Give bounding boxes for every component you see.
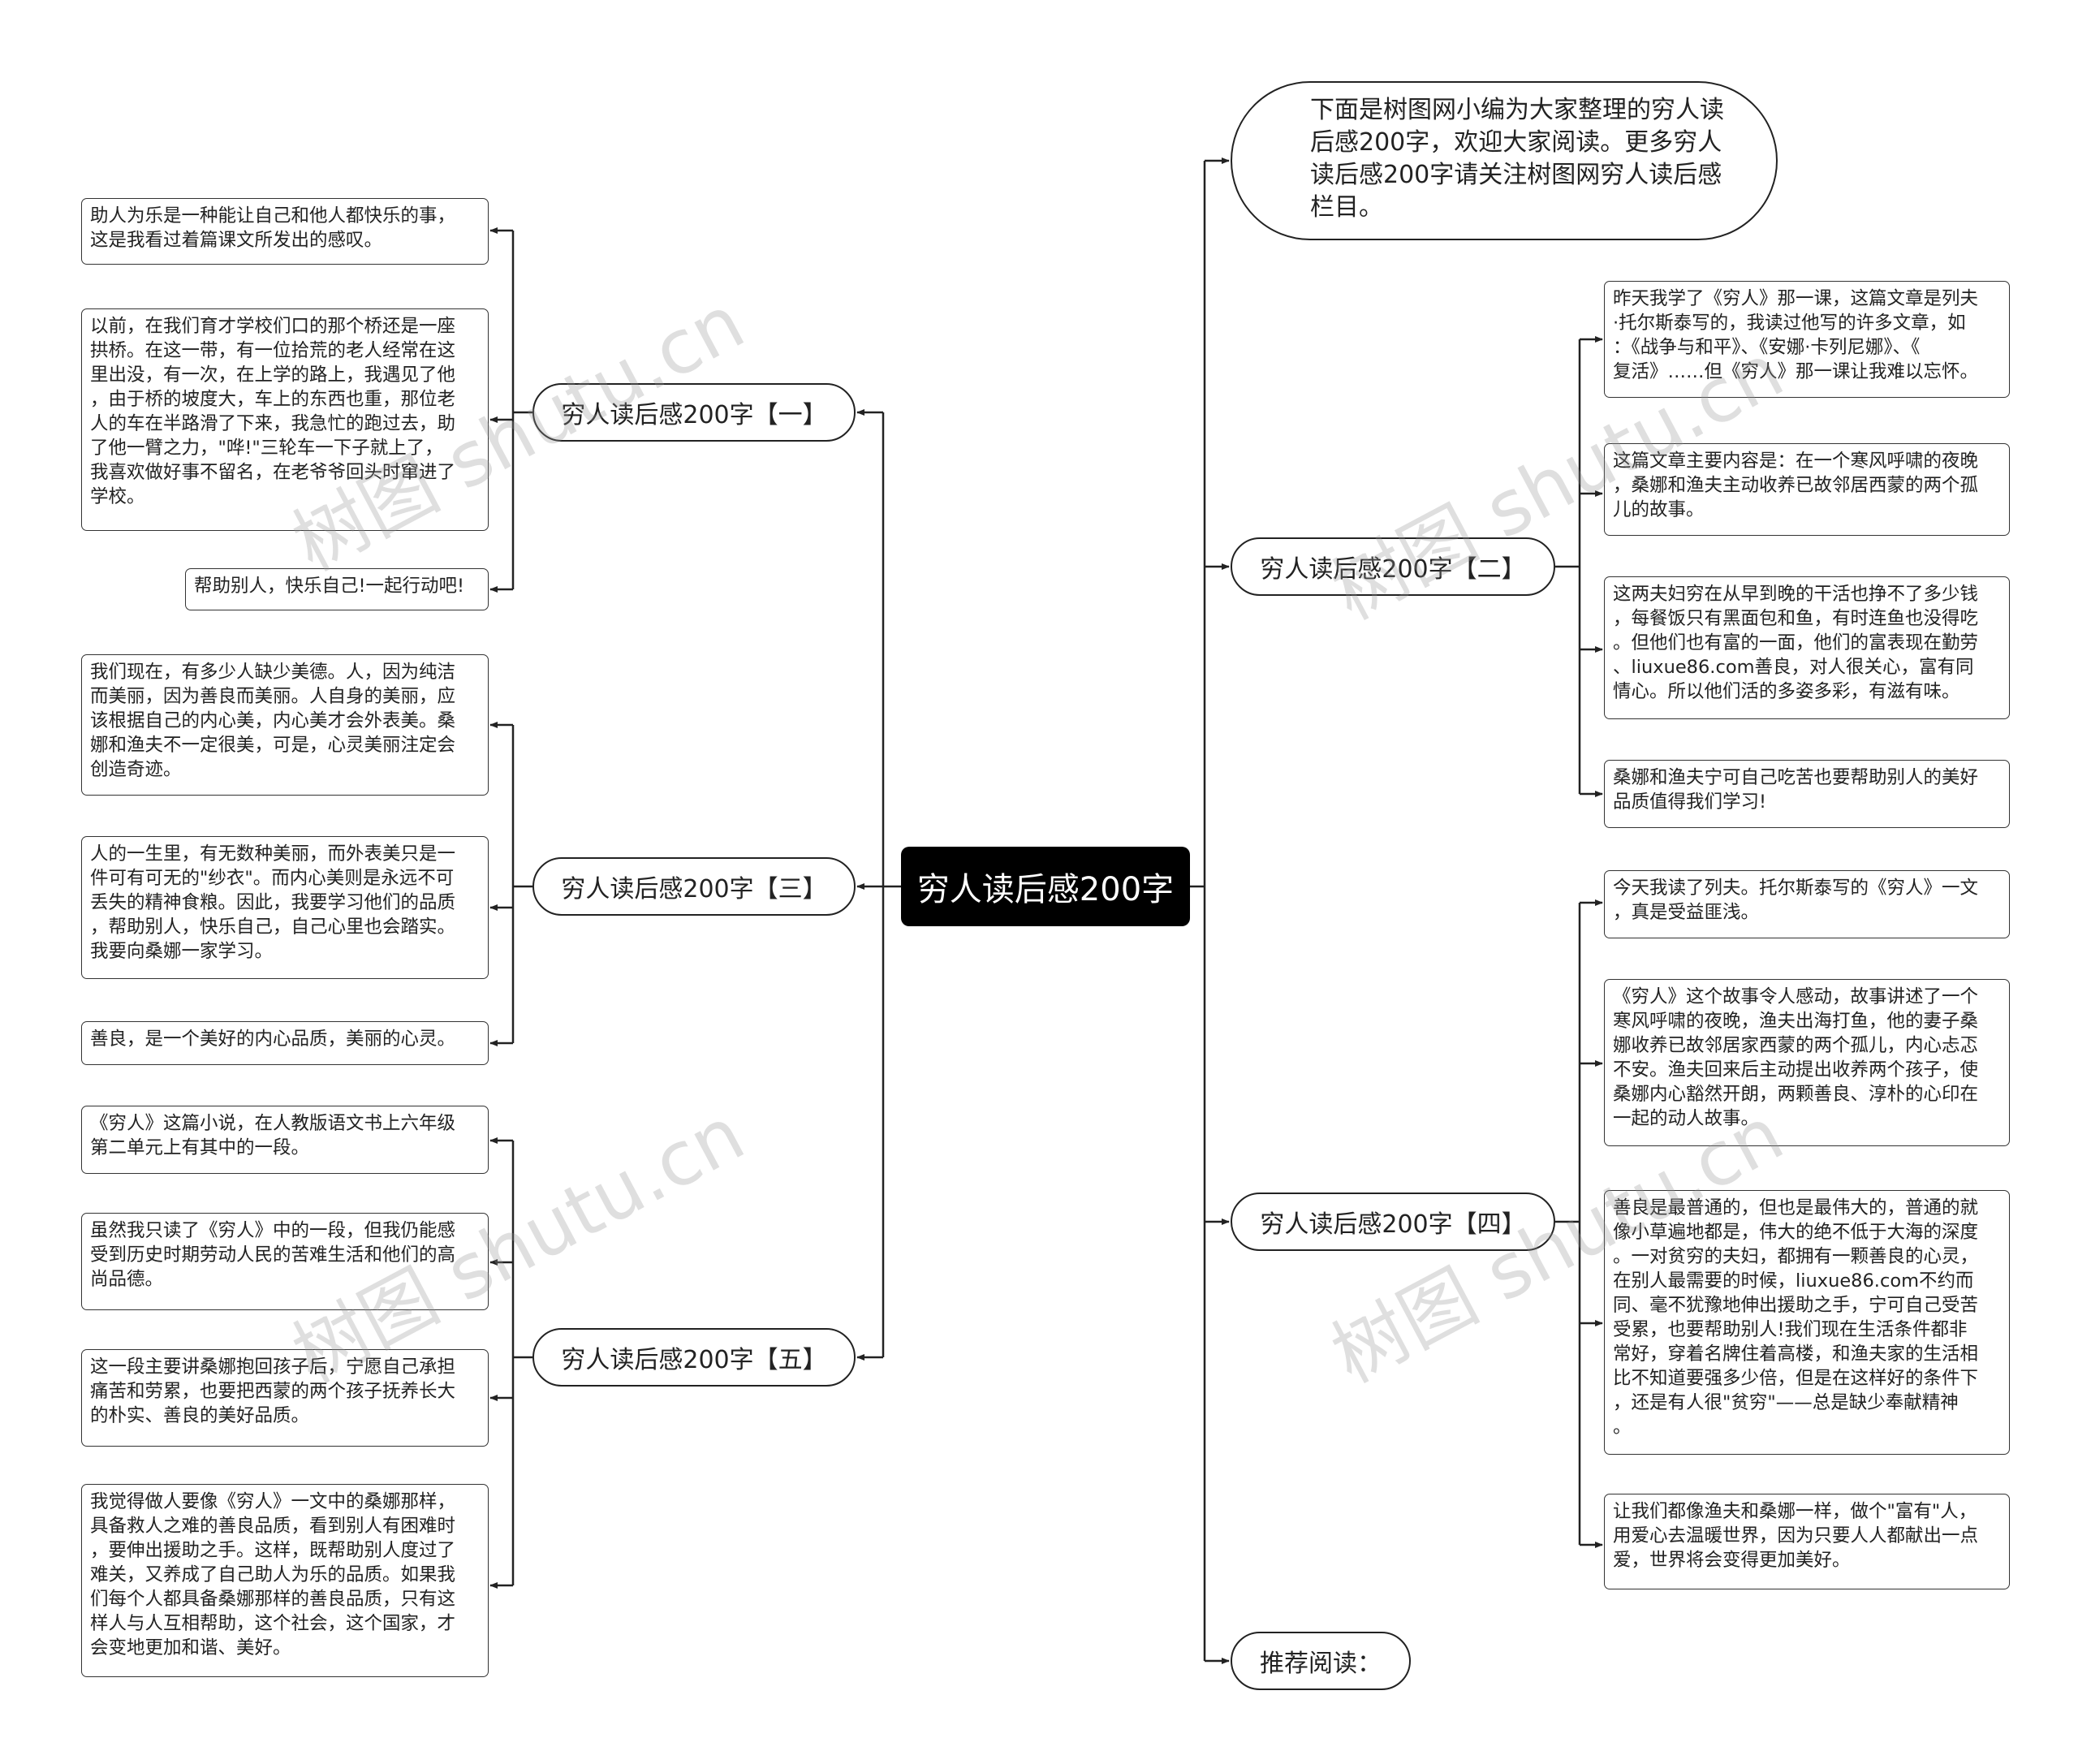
leaf-b5-3[interactable]: 这一段主要讲桑娜抱回孩子后，宁愿自己承担 痛苦和劳累，也要把西蒙的两个孩子抚养长… <box>81 1349 489 1447</box>
branch-node-1[interactable]: 穷人读后感200字【一】 <box>532 383 856 442</box>
leaf-b4-1[interactable]: 今天我读了列夫。托尔斯泰写的《穷人》一文 ，真是受益匪浅。 <box>1604 870 2010 938</box>
intro-node[interactable]: 下面是树图网小编为大家整理的穷人读后感200字，欢迎大家阅读。更多穷人读后感20… <box>1231 81 1778 240</box>
leaf-text: 昨天我学了《穷人》那一课，这篇文章是列夫 ·托尔斯泰写的，我读过他写的许多文章，… <box>1613 288 1979 382</box>
leaf-b4-3[interactable]: 善良是最普通的，但也是最伟大的，普通的就 像小草遍地都是，伟大的绝不低于大海的深… <box>1604 1190 2010 1455</box>
leaf-b3-1[interactable]: 我们现在，有多少人缺少美德。人，因为纯洁 而美丽，因为善良而美丽。人自身的美丽，… <box>81 654 489 796</box>
leaf-text: 助人为乐是一种能让自己和他人都快乐的事， 这是我看过着篇课文所发出的感叹。 <box>90 205 456 251</box>
leaf-b5-4[interactable]: 我觉得做人要像《穷人》一文中的桑娜那样， 具备救人之难的善良品质，看到别人有困难… <box>81 1484 489 1677</box>
leaf-text: 虽然我只读了《穷人》中的一段，但我仍能感 受到历史时期劳动人民的苦难生活和他们的… <box>90 1220 456 1290</box>
leaf-b5-2[interactable]: 虽然我只读了《穷人》中的一段，但我仍能感 受到历史时期劳动人民的苦难生活和他们的… <box>81 1213 489 1310</box>
leaf-text: 让我们都像渔夫和桑娜一样，做个"富有"人， 用爱心去温暖世界，因为只要人人都献出… <box>1613 1501 1979 1571</box>
leaf-text: 这一段主要讲桑娜抱回孩子后，宁愿自己承担 痛苦和劳累，也要把西蒙的两个孩子抚养长… <box>90 1356 456 1426</box>
leaf-text: 帮助别人，快乐自己!一起行动吧! <box>194 576 465 597</box>
leaf-text: 这篇文章主要内容是：在一个寒风呼啸的夜晚 ，桑娜和渔夫主动收养已故邻居西蒙的两个… <box>1613 451 1979 520</box>
leaf-b4-2[interactable]: 《穷人》这个故事令人感动，故事讲述了一个 寒风呼啸的夜晚，渔夫出海打鱼，他的妻子… <box>1604 979 2010 1146</box>
leaf-b1-3[interactable]: 帮助别人，快乐自己!一起行动吧! <box>185 568 489 610</box>
leaf-text: 桑娜和渔夫宁可自己吃苦也要帮助别人的美好 品质值得我们学习! <box>1613 767 1979 813</box>
leaf-b2-2[interactable]: 这篇文章主要内容是：在一个寒风呼啸的夜晚 ，桑娜和渔夫主动收养已故邻居西蒙的两个… <box>1604 443 2010 536</box>
branch-node-2[interactable]: 穷人读后感200字【二】 <box>1231 537 1555 596</box>
leaf-text: 以前，在我们育才学校们口的那个桥还是一座 拱桥。在这一带，有一位拾荒的老人经常在… <box>90 316 456 507</box>
branch-node-4[interactable]: 穷人读后感200字【四】 <box>1231 1193 1555 1251</box>
leaf-b3-2[interactable]: 人的一生里，有无数种美丽，而外表美只是一 件可有可无的"纱衣"。而内心美则是永远… <box>81 836 489 979</box>
leaf-b1-1[interactable]: 助人为乐是一种能让自己和他人都快乐的事， 这是我看过着篇课文所发出的感叹。 <box>81 198 489 265</box>
leaf-b5-1[interactable]: 《穷人》这篇小说，在人教版语文书上六年级 第二单元上有其中的一段。 <box>81 1106 489 1174</box>
leaf-text: 人的一生里，有无数种美丽，而外表美只是一 件可有可无的"纱衣"。而内心美则是永远… <box>90 843 456 962</box>
branch-node-5[interactable]: 穷人读后感200字【五】 <box>532 1328 856 1387</box>
leaf-b2-3[interactable]: 这两夫妇穷在从早到晚的干活也挣不了多少钱 ，每餐饭只有黑面包和鱼，有时连鱼也没得… <box>1604 576 2010 719</box>
leaf-text: 《穷人》这个故事令人感动，故事讲述了一个 寒风呼啸的夜晚，渔夫出海打鱼，他的妻子… <box>1613 986 1979 1129</box>
leaf-b2-1[interactable]: 昨天我学了《穷人》那一课，这篇文章是列夫 ·托尔斯泰写的，我读过他写的许多文章，… <box>1604 281 2010 398</box>
leaf-text: 《穷人》这篇小说，在人教版语文书上六年级 第二单元上有其中的一段。 <box>90 1113 456 1158</box>
leaf-b1-2[interactable]: 以前，在我们育才学校们口的那个桥还是一座 拱桥。在这一带，有一位拾荒的老人经常在… <box>81 308 489 531</box>
leaf-b4-4[interactable]: 让我们都像渔夫和桑娜一样，做个"富有"人， 用爱心去温暖世界，因为只要人人都献出… <box>1604 1494 2010 1589</box>
central-topic[interactable]: 穷人读后感200字 <box>901 847 1190 926</box>
branch-node-recommend[interactable]: 推荐阅读： <box>1231 1632 1411 1690</box>
leaf-text: 善良，是一个美好的内心品质，美丽的心灵。 <box>90 1029 456 1050</box>
leaf-text: 善良是最普通的，但也是最伟大的，普通的就 像小草遍地都是，伟大的绝不低于大海的深… <box>1613 1197 1979 1438</box>
leaf-text: 我觉得做人要像《穷人》一文中的桑娜那样， 具备救人之难的善良品质，看到别人有困难… <box>90 1491 456 1658</box>
leaf-text: 这两夫妇穷在从早到晚的干活也挣不了多少钱 ，每餐饭只有黑面包和鱼，有时连鱼也没得… <box>1613 584 1979 702</box>
leaf-b2-4[interactable]: 桑娜和渔夫宁可自己吃苦也要帮助别人的美好 品质值得我们学习! <box>1604 760 2010 828</box>
leaf-text: 今天我读了列夫。托尔斯泰写的《穷人》一文 ，真是受益匪浅。 <box>1613 878 1979 923</box>
branch-node-3[interactable]: 穷人读后感200字【三】 <box>532 857 856 916</box>
leaf-b3-3[interactable]: 善良，是一个美好的内心品质，美丽的心灵。 <box>81 1021 489 1065</box>
leaf-text: 我们现在，有多少人缺少美德。人，因为纯洁 而美丽，因为善良而美丽。人自身的美丽，… <box>90 662 456 780</box>
